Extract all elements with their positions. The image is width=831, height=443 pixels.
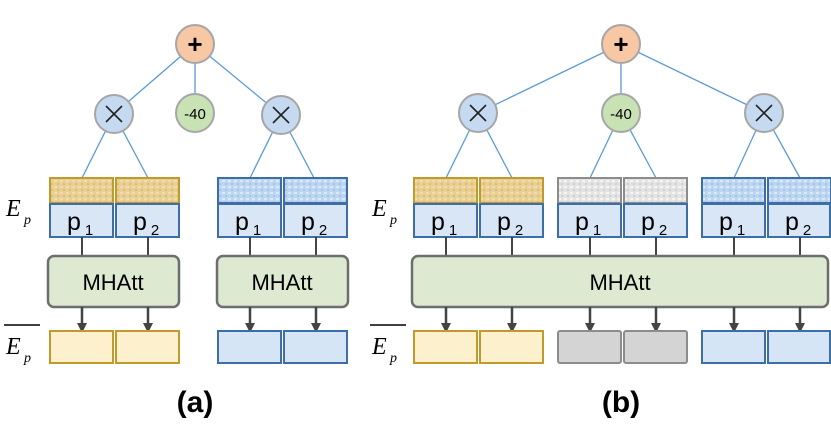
const-label: -40 — [184, 106, 206, 123]
times-node-b-right — [744, 93, 784, 133]
times-node-b-left — [458, 93, 498, 133]
token-b-6: p 2 — [767, 177, 831, 239]
plus-label: + — [613, 29, 628, 59]
token-p: p — [67, 208, 81, 236]
token-sub: 2 — [515, 222, 523, 239]
plus-node-b: + — [601, 24, 641, 64]
plus-node-a: + — [175, 24, 215, 64]
panel-a-output-arrows — [77, 307, 321, 333]
const-node-b: -40 — [601, 93, 641, 133]
token-b-3: p 1 — [557, 177, 622, 239]
output-b-3 — [557, 330, 622, 364]
token-p: p — [431, 208, 445, 236]
ep-label-sub: p — [389, 213, 397, 228]
const-node-a: -40 — [175, 93, 215, 133]
ep-label-a: E p — [5, 196, 31, 228]
ep-label-text: E — [371, 196, 387, 222]
ep-bar-label-text: E — [371, 334, 387, 360]
token-p: p — [641, 208, 655, 236]
mhatt-a-left: MHAtt — [46, 254, 181, 309]
mhatt-label: MHAtt — [82, 270, 143, 295]
ep-bar-label-sub: p — [389, 351, 397, 366]
token-p: p — [719, 208, 733, 236]
token-sub: 2 — [659, 222, 667, 239]
token-sub: 1 — [85, 222, 93, 239]
output-b-5 — [701, 330, 766, 364]
token-p: p — [133, 208, 147, 236]
panel-b-caption: (b) — [602, 386, 640, 419]
mhatt-label: MHAtt — [589, 270, 650, 295]
output-b-4 — [623, 330, 688, 364]
ep-bar-label-text: E — [5, 334, 21, 360]
token-a-2: p 2 — [115, 177, 180, 239]
token-sub: 1 — [253, 222, 261, 239]
panel-b-token-connectors — [445, 237, 801, 256]
token-p: p — [785, 208, 799, 236]
panel-a: + -40 E p p 1 — [4, 24, 350, 419]
token-sub: 2 — [151, 222, 159, 239]
output-a-3 — [217, 330, 282, 364]
token-p: p — [575, 208, 589, 236]
token-sub: 1 — [593, 222, 601, 239]
panel-a-token-connectors — [81, 237, 317, 256]
mhatt-b: MHAtt — [410, 254, 830, 309]
ep-bar-label-sub: p — [23, 351, 31, 366]
token-b-5: p 1 — [701, 177, 766, 239]
const-label: -40 — [610, 106, 632, 123]
ep-bar-label-a: E p — [4, 324, 40, 366]
token-sub: 1 — [449, 222, 457, 239]
times-node-a-left — [94, 94, 134, 134]
token-sub: 1 — [737, 222, 745, 239]
token-b-4: p 2 — [623, 177, 688, 239]
panel-a-caption: (a) — [177, 386, 214, 419]
token-p: p — [235, 208, 249, 236]
token-a-4: p 2 — [283, 177, 348, 239]
token-b-1: p 1 — [413, 177, 478, 239]
output-a-2 — [115, 330, 180, 364]
panel-b-output-arrows — [441, 307, 805, 333]
times-node-a-right — [261, 95, 301, 135]
output-b-6 — [767, 330, 831, 364]
ep-bar-label-b: E p — [370, 324, 406, 366]
token-sub: 2 — [803, 222, 811, 239]
plus-label: + — [187, 29, 202, 59]
output-a-4 — [283, 330, 348, 364]
mhatt-a-right: MHAtt — [215, 254, 350, 309]
token-a-3: p 1 — [217, 177, 282, 239]
ep-label-sub: p — [23, 213, 31, 228]
output-b-1 — [413, 330, 478, 364]
token-a-1: p 1 — [49, 177, 114, 239]
token-b-2: p 2 — [479, 177, 544, 239]
token-p: p — [301, 208, 315, 236]
mhatt-label: MHAtt — [251, 270, 312, 295]
output-b-2 — [479, 330, 544, 364]
token-p: p — [497, 208, 511, 236]
output-a-1 — [49, 330, 114, 364]
token-sub: 2 — [319, 222, 327, 239]
ep-label-text: E — [5, 196, 21, 222]
ep-label-b: E p — [371, 196, 397, 228]
panel-b: + -40 E p p 1 p — [370, 24, 831, 419]
